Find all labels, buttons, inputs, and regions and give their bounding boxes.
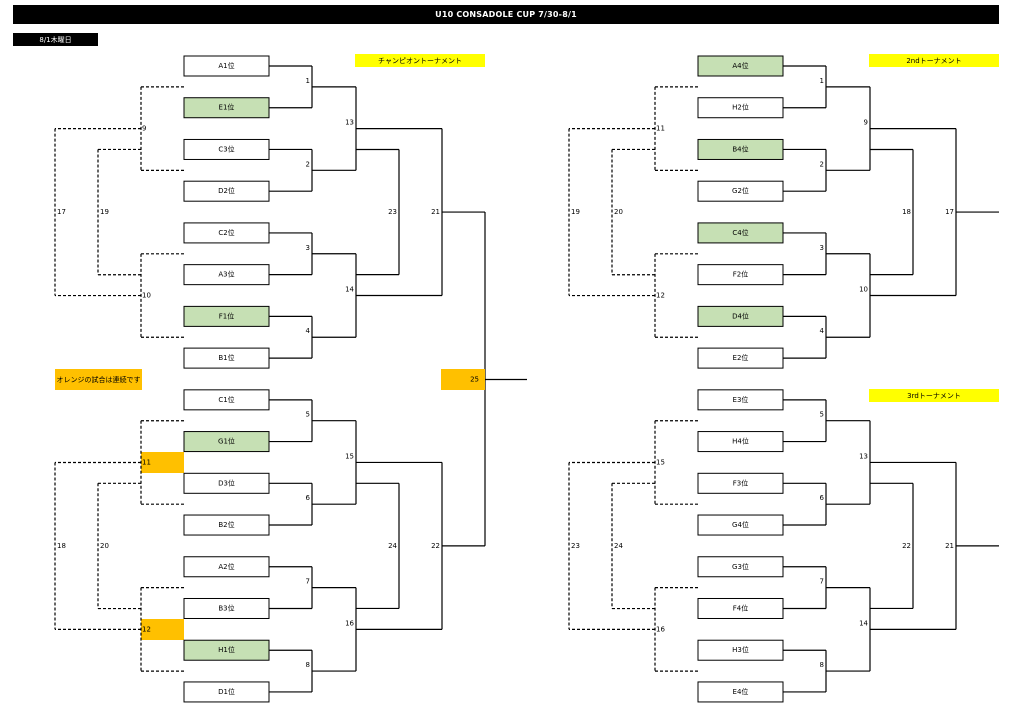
team-label: D4位 [732, 311, 749, 320]
match-number: 9 [864, 119, 868, 127]
match-number: 22 [902, 542, 911, 550]
second-tournament-label: 2ndトーナメント [869, 54, 999, 67]
match-number: 20 [614, 208, 623, 216]
page-title: U10 CONSADOLE CUP 7/30-8/1 [13, 5, 999, 24]
team-label: C1位 [218, 395, 234, 404]
team-label: E1位 [219, 103, 235, 112]
team-label: F2位 [733, 270, 748, 279]
third-tournament-label: 3rdトーナメント [869, 389, 999, 402]
match-number: 23 [571, 542, 580, 550]
match-number: 13 [859, 452, 868, 460]
team-label: E2位 [733, 353, 749, 362]
team-label: G1位 [218, 437, 235, 446]
match-number: 6 [820, 494, 825, 502]
match-number: 18 [902, 208, 911, 216]
final-match-box [441, 369, 485, 390]
final-match-number: 25 [470, 376, 479, 384]
orange-match-12 [141, 619, 184, 640]
match-number: 24 [614, 542, 623, 550]
team-label: D2位 [218, 186, 235, 195]
match-number: 5 [306, 411, 310, 419]
match-number: 24 [388, 542, 397, 550]
match-number: 21 [945, 542, 954, 550]
match-number: 18 [57, 542, 66, 550]
match-number: 3 [306, 244, 310, 252]
team-label: D3位 [218, 478, 235, 487]
team-label: B4位 [732, 144, 748, 153]
match-number: 7 [820, 578, 824, 586]
team-label: H3位 [732, 645, 749, 654]
match-number: 5 [820, 411, 824, 419]
match-number: 10 [859, 286, 868, 294]
match-number: 19 [571, 208, 580, 216]
match-number: 20 [100, 542, 109, 550]
team-label: C2位 [218, 228, 234, 237]
match-number: 12 [142, 625, 151, 633]
team-label: A2位 [218, 562, 234, 571]
match-number: 7 [306, 578, 310, 586]
match-number: 15 [345, 452, 354, 460]
match-number: 14 [345, 286, 354, 294]
team-label: F1位 [219, 311, 234, 320]
team-label: E3位 [733, 395, 749, 404]
match-number: 4 [306, 327, 311, 335]
orange-match-11 [141, 452, 184, 473]
team-label: A1位 [218, 61, 234, 70]
championship-label: チャンピオントーナメント [355, 54, 485, 67]
team-label: B2位 [218, 520, 234, 529]
match-number: 13 [345, 119, 354, 127]
match-number: 11 [142, 458, 151, 466]
date-label: 8/1木曜日 [13, 33, 98, 46]
match-number: 6 [306, 494, 311, 502]
match-number: 2 [820, 160, 824, 168]
team-label: G4位 [732, 520, 749, 529]
team-label: G2位 [732, 186, 749, 195]
match-number: 17 [57, 208, 66, 216]
match-number: 23 [388, 208, 397, 216]
match-number: 1 [820, 77, 824, 85]
team-label: H2位 [732, 103, 749, 112]
team-label: E4位 [733, 687, 749, 696]
team-label: D1位 [218, 687, 235, 696]
team-label: A3位 [218, 270, 234, 279]
team-label: F4位 [733, 603, 748, 612]
match-number: 12 [656, 292, 665, 300]
team-label: B3位 [218, 603, 234, 612]
match-number: 8 [306, 661, 310, 669]
match-number: 14 [859, 619, 868, 627]
match-number: 2 [306, 160, 310, 168]
match-number: 16 [656, 625, 665, 633]
team-label: H1位 [218, 645, 235, 654]
match-number: 10 [142, 292, 151, 300]
match-number: 15 [656, 458, 665, 466]
match-number: 22 [431, 542, 440, 550]
team-label: C3位 [218, 144, 234, 153]
match-number: 21 [431, 208, 440, 216]
team-label: C4位 [732, 228, 748, 237]
match-number: 3 [820, 244, 824, 252]
team-label: A4位 [732, 61, 748, 70]
team-label: G3位 [732, 562, 749, 571]
match-number: 9 [142, 125, 146, 133]
match-number: 1 [306, 77, 310, 85]
orange-note: オレンジの試合は連続です [55, 369, 142, 390]
match-number: 19 [100, 208, 109, 216]
team-label: B1位 [218, 353, 234, 362]
team-label: F3位 [733, 478, 748, 487]
match-number: 4 [820, 327, 825, 335]
match-number: 8 [820, 661, 824, 669]
team-label: H4位 [732, 437, 749, 446]
match-number: 11 [656, 125, 665, 133]
match-number: 17 [945, 208, 954, 216]
match-number: 16 [345, 619, 354, 627]
